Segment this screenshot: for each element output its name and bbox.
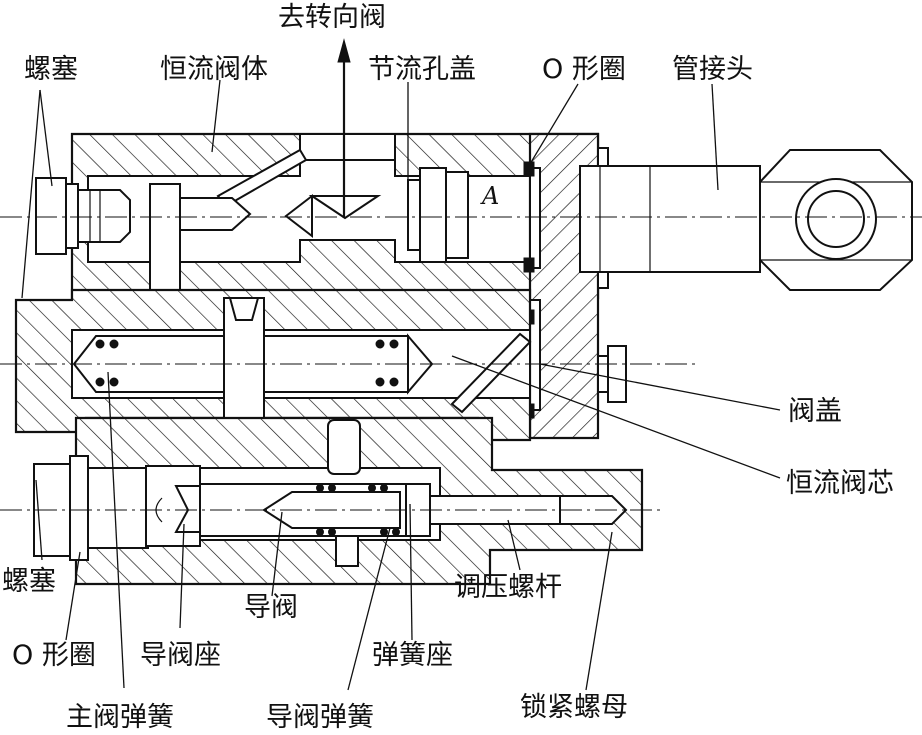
orifice-cover-part	[407, 167, 469, 263]
label-spring-seat: 弹簧座	[372, 640, 453, 671]
label-plug-top: 螺塞	[24, 54, 78, 85]
o-ring-block-2	[523, 257, 535, 273]
outlet-port	[299, 133, 396, 161]
side-bolt	[597, 345, 627, 403]
label-flow-valve-body: 恒流阀体	[160, 54, 268, 85]
label-adjust-screw: 调压螺杆	[454, 572, 562, 603]
pipe-joint-part	[579, 147, 913, 291]
label-valve-cover: 阀盖	[788, 396, 842, 427]
plug-top-part	[35, 177, 131, 255]
pilot-seat-part	[145, 465, 201, 547]
outlet-tip	[284, 193, 313, 239]
label-pipe-joint: 管接头	[672, 54, 753, 85]
label-main-spring: 主阀弹簧	[66, 702, 174, 733]
label-lock-nut: 锁紧螺母	[520, 692, 628, 723]
outlet-arrow-head	[337, 38, 351, 63]
label-point-a: A	[480, 182, 499, 210]
label-pilot-seat: 导阀座	[140, 640, 221, 671]
leader-lines	[21, 79, 781, 691]
label-o-ring-bottom: O 形圈	[12, 640, 96, 671]
label-pilot-spring: 导阀弹簧	[266, 702, 374, 733]
label-flow-valve-core: 恒流阀芯	[786, 468, 894, 499]
o-ring-block-1	[523, 161, 535, 177]
label-to-steering-valve: 去转向阀	[278, 2, 386, 33]
plug-bottom-part	[33, 455, 149, 561]
label-orifice-cover: 节流孔盖	[368, 54, 476, 85]
label-pilot-valve: 导阀	[244, 592, 298, 623]
upper-needle	[149, 183, 252, 305]
label-o-ring-top: O 形圈	[542, 54, 626, 85]
label-plug-bottom: 螺塞	[2, 566, 56, 597]
